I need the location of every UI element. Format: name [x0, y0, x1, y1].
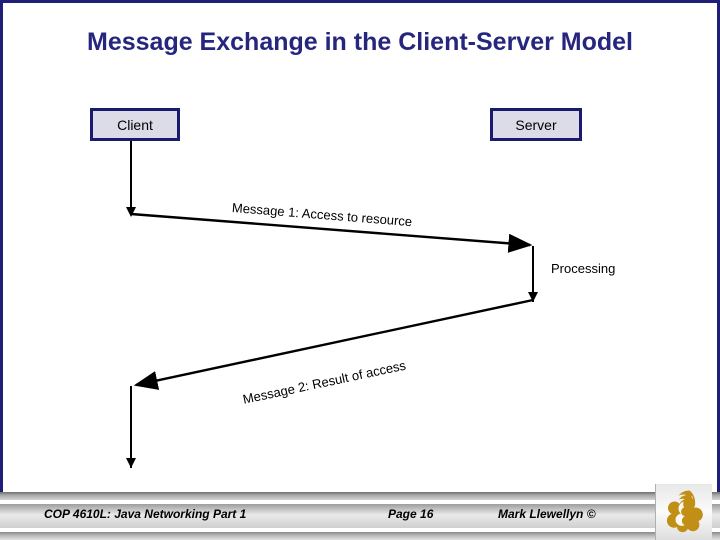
client-lifeline-upper-arrowhead-icon — [126, 207, 136, 217]
client-node-label: Client — [117, 116, 153, 133]
client-node-box: Client — [90, 108, 180, 141]
pegasus-logo-icon — [666, 490, 703, 533]
server-node-label: Server — [515, 116, 557, 133]
footer-band-main — [0, 504, 720, 528]
processing-annotation-label: Processing — [551, 261, 616, 276]
slide-border-left — [0, 0, 3, 492]
footer-course-label: COP 4610L: Java Networking Part 1 — [44, 507, 247, 521]
server-processing-arrowhead-icon — [528, 292, 538, 302]
message-2-label: Message 2: Result of access — [241, 357, 408, 407]
pegasus-logo-plate — [655, 484, 712, 540]
slide-border-right — [717, 0, 720, 492]
footer-band-top — [0, 492, 720, 500]
server-node-box: Server — [490, 108, 582, 141]
client-lifeline-lower-arrowhead-icon — [126, 458, 136, 468]
slide-border-top — [0, 0, 720, 3]
client-lifeline-upper — [130, 141, 132, 215]
footer-band-bottom — [0, 532, 720, 540]
footer-band-gap-1 — [0, 500, 720, 504]
footer-author-label: Mark Llewellyn © — [498, 507, 596, 521]
slide-footer: COP 4610L: Java Networking Part 1 Page 1… — [0, 492, 720, 540]
client-lifeline-lower — [130, 386, 132, 468]
footer-band-gap-2 — [0, 528, 720, 532]
slide-title: Message Exchange in the Client-Server Mo… — [87, 28, 633, 56]
footer-page-number: Page 16 — [388, 507, 434, 521]
message-arrows-layer — [130, 212, 534, 390]
message-1-label: Message 1: Access to resource — [231, 200, 413, 230]
server-processing-lifeline — [532, 246, 534, 302]
